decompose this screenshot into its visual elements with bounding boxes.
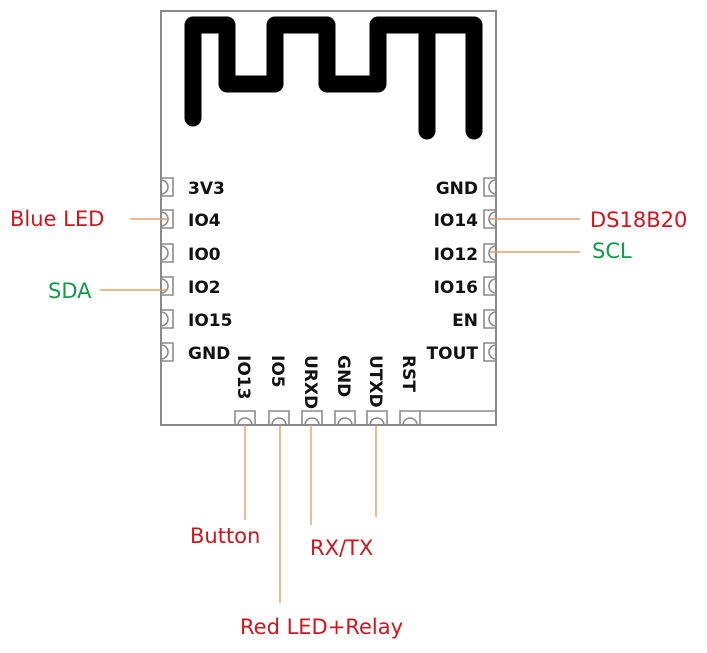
pin-label-utxd: UTXD <box>365 355 385 408</box>
annotation-button: Button <box>190 524 260 548</box>
pin-label-en: EN <box>452 311 478 331</box>
pin-label-io13: IO13 <box>233 355 253 399</box>
right-pin-pads <box>483 177 497 362</box>
annotation-red-led-relay: Red LED+Relay <box>240 615 403 639</box>
pin-label-rst: RST <box>398 355 418 392</box>
annotation-rx-tx: RX/TX <box>310 536 373 560</box>
pin-label-io2: IO2 <box>188 278 221 298</box>
leader-lines <box>100 218 580 603</box>
annotation-sda: SDA <box>48 279 92 303</box>
left-pin-pads <box>160 177 174 362</box>
pin-label-3v3: 3V3 <box>188 179 225 199</box>
pin-label-io16: IO16 <box>434 278 478 298</box>
pin-label-gnd-right: GND <box>436 179 478 199</box>
pin-label-urxd: URXD <box>300 355 320 409</box>
pin-label-io0: IO0 <box>188 245 221 265</box>
pin-label-io12: IO12 <box>434 245 478 265</box>
annotation-scl: SCL <box>592 239 632 263</box>
bottom-pin-pads <box>234 410 496 426</box>
pin-label-gnd-left: GND <box>188 344 230 364</box>
pin-label-io15: IO15 <box>188 311 232 331</box>
pin-label-gnd-bottom: GND <box>333 355 353 397</box>
pin-label-io4: IO4 <box>188 211 221 231</box>
pin-label-io14: IO14 <box>434 211 479 231</box>
pin-label-io5: IO5 <box>267 355 287 388</box>
pin-label-tout: TOUT <box>427 344 479 364</box>
antenna-trace <box>184 16 483 140</box>
annotation-blue-led: Blue LED <box>10 207 104 231</box>
annotation-ds18b20: DS18B20 <box>590 208 687 232</box>
